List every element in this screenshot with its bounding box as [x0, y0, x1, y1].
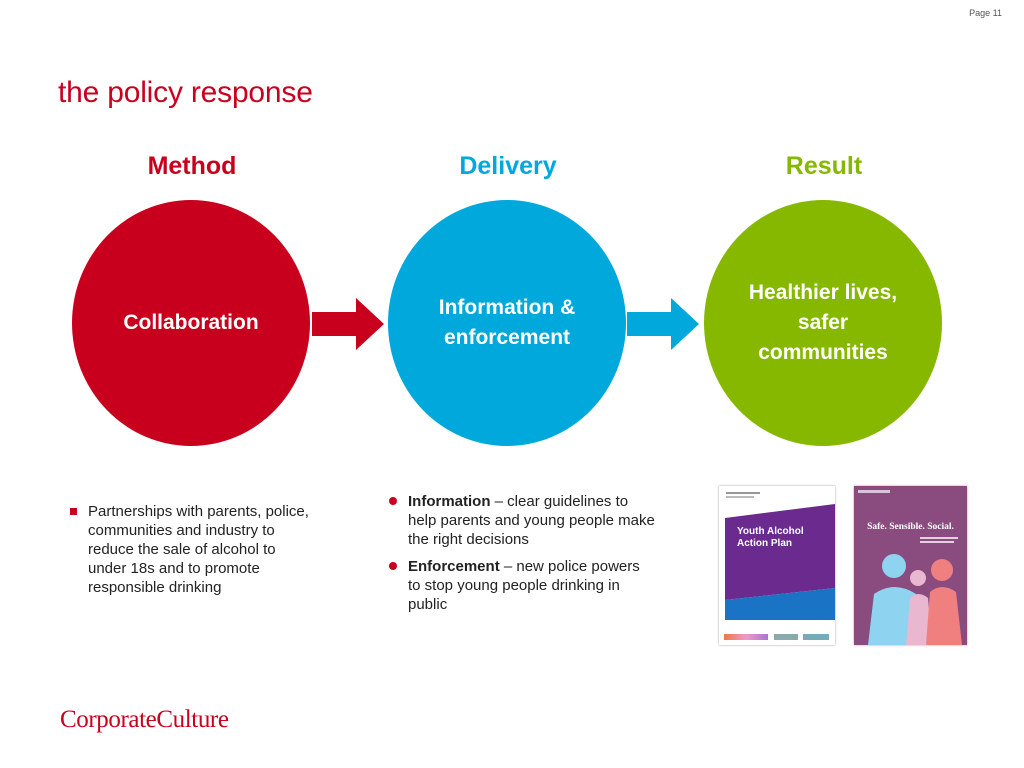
red-arrow-icon	[312, 298, 384, 350]
delivery-bullet-enforcement: Enforcement – new police powers to stop …	[386, 557, 656, 614]
information-description: – clear guidelines to help parents and y…	[408, 493, 655, 548]
cover-header-text	[726, 496, 754, 498]
cover-header-text	[858, 490, 890, 493]
collaboration-circle-text: Collaboration	[123, 311, 259, 334]
enforcement-description: – new police powers to stop young people…	[408, 558, 640, 613]
cover-partner-logo	[803, 634, 829, 640]
square-bullet-icon	[70, 508, 77, 515]
cover-title: Safe. Sensible. Social.	[867, 522, 954, 532]
page-title: the policy response	[58, 76, 313, 109]
cover-people-illustration	[868, 554, 962, 645]
information-enforcement-circle-text: Information & enforcement	[438, 296, 576, 349]
healthier-lives-circle: Healthier lives, safer communities	[704, 200, 942, 446]
cover-graphic	[725, 504, 835, 620]
method-bullet-text: Partnerships with parents, police, commu…	[88, 503, 309, 596]
cover-title-line1: Youth Alcohol	[737, 526, 804, 537]
heading-result: Result	[785, 152, 863, 180]
healthier-lives-circle-text: Healthier lives, safer communities	[748, 281, 898, 364]
method-bullet-list: Partnerships with parents, police, commu…	[66, 502, 316, 605]
heading-method: Method	[147, 152, 237, 180]
youth-alcohol-action-plan-cover: Youth Alcohol Action Plan	[719, 486, 835, 645]
collaboration-circle: Collaboration	[72, 200, 310, 446]
information-term: Information	[408, 493, 491, 510]
round-bullet-icon	[389, 497, 397, 505]
cover-subtitle-text	[920, 541, 954, 543]
cover-subtitle-text	[920, 537, 958, 539]
method-bullet-item: Partnerships with parents, police, commu…	[66, 502, 316, 597]
enforcement-term: Enforcement	[408, 558, 500, 575]
cover-title-line2: Action Plan	[737, 538, 793, 549]
cover-header-text	[726, 492, 760, 494]
heading-delivery: Delivery	[459, 152, 557, 180]
blue-arrow-icon	[627, 298, 699, 350]
page-number: Page 11	[969, 8, 1002, 18]
round-bullet-icon	[389, 562, 397, 570]
delivery-bullet-information: Information – clear guidelines to help p…	[386, 492, 656, 549]
delivery-bullet-list: Information – clear guidelines to help p…	[386, 492, 656, 622]
cover-title: Youth Alcohol Action Plan	[737, 526, 804, 550]
cover-partner-logo	[774, 634, 798, 640]
cover-partner-logo	[724, 634, 768, 640]
safe-sensible-social-cover: Safe. Sensible. Social.	[854, 486, 967, 645]
corporateculture-logo: CorporateCulture	[60, 706, 229, 733]
information-enforcement-circle: Information & enforcement	[388, 200, 626, 446]
